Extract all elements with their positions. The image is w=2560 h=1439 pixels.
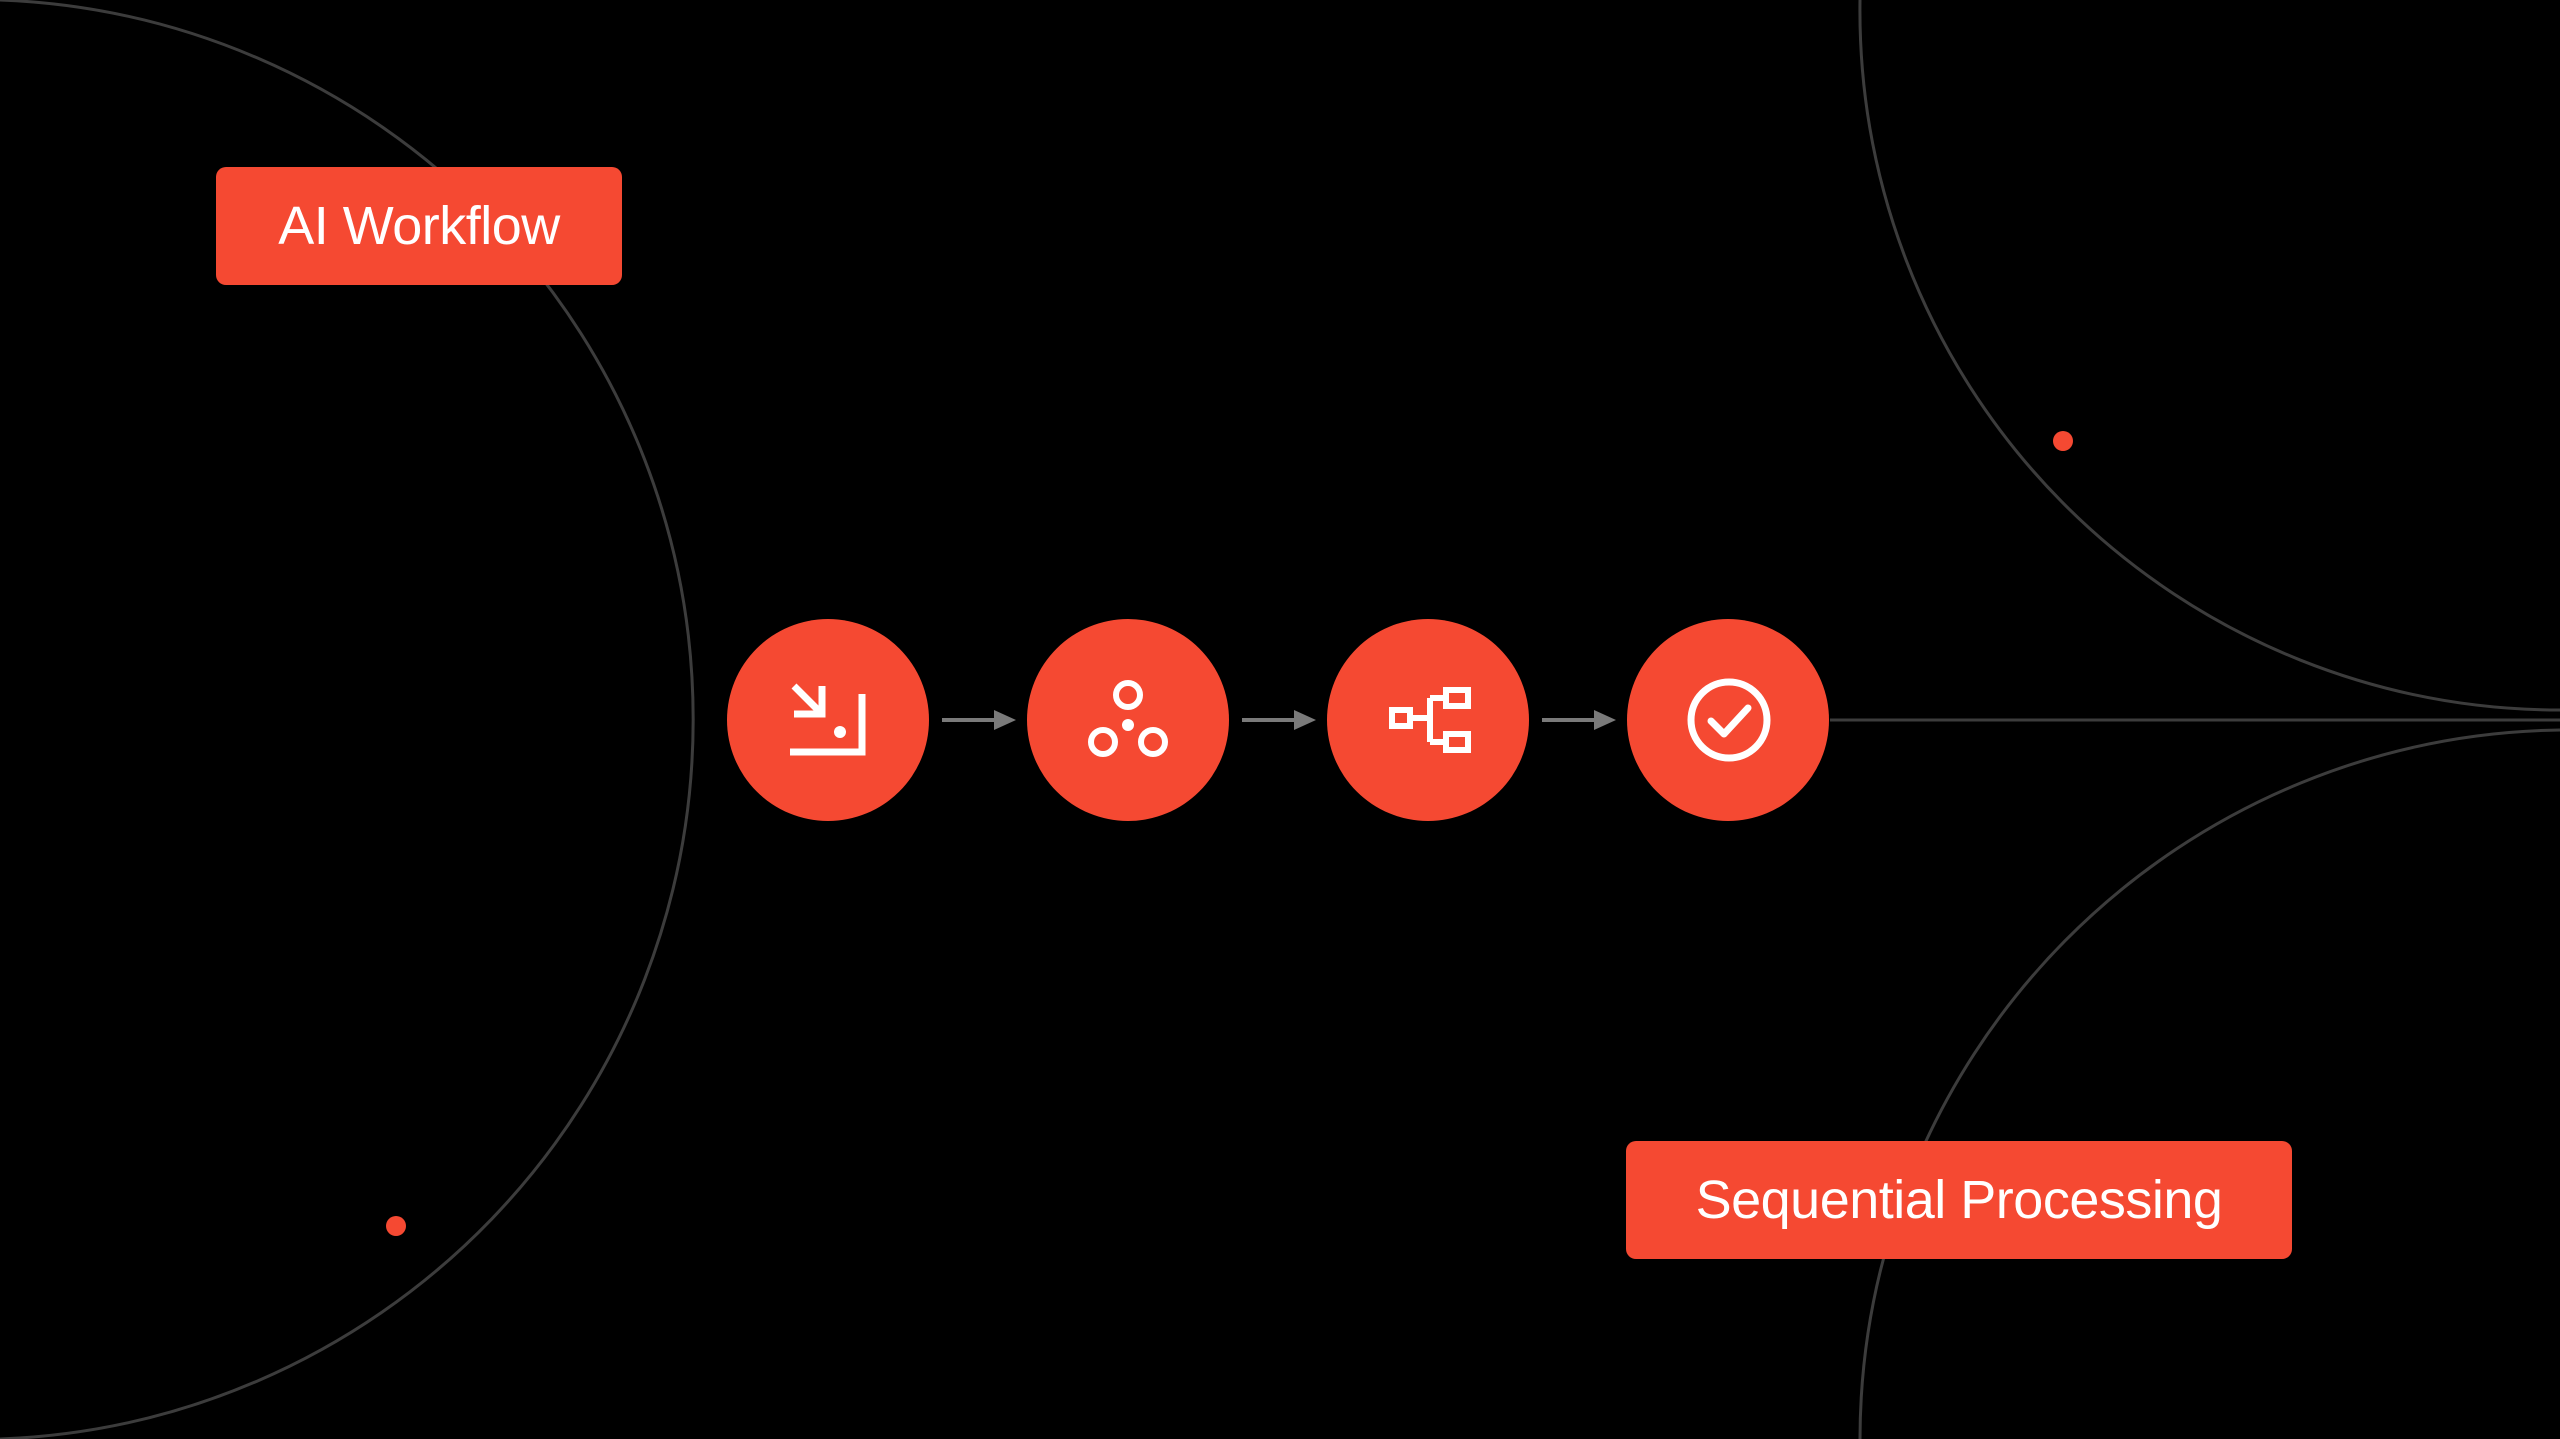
top-right-arc [1858, 0, 2560, 712]
step-4-node [1627, 619, 1829, 821]
step-1-node [727, 619, 929, 821]
ai-workflow-tag: AI Workflow [216, 167, 622, 285]
hierarchy-tree-icon [1389, 687, 1471, 753]
sequential-processing-label: Sequential Processing [1695, 1170, 2223, 1230]
step-2-node [1027, 619, 1229, 821]
cluster-nodes-icon [1088, 680, 1168, 757]
step-3-node [1327, 619, 1529, 821]
accent-dot-top-right [2053, 431, 2073, 451]
import-arrow-icon [790, 683, 866, 756]
left-arc [0, 0, 695, 1439]
sequential-processing-tag: Sequential Processing [1626, 1141, 2292, 1259]
bottom-right-arc [1858, 728, 2560, 1439]
check-circle-icon [1687, 678, 1771, 762]
ai-workflow-label: AI Workflow [278, 196, 560, 256]
arrow-2-to-3 [1242, 710, 1316, 730]
arrow-3-to-4 [1542, 710, 1616, 730]
arrow-1-to-2 [942, 710, 1016, 730]
accent-dot-bottom-left [386, 1216, 406, 1236]
